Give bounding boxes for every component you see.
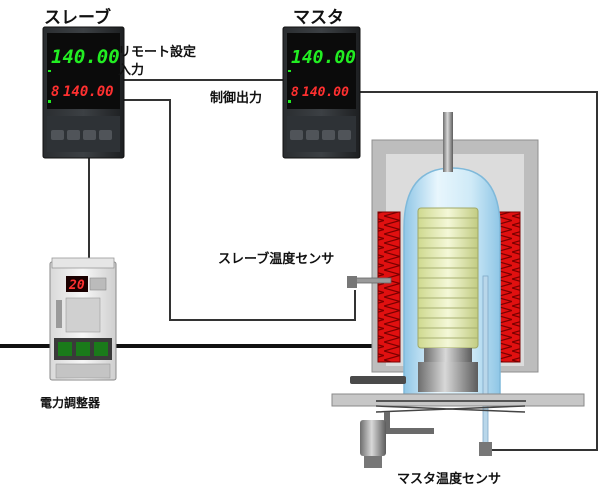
slave-sensor-wire (124, 99, 356, 321)
slave-sensor-head (347, 276, 357, 288)
vacuum-pump (360, 420, 386, 456)
slave-title: スレーブ (44, 8, 111, 28)
wiring (88, 79, 598, 451)
top-rod (443, 112, 453, 172)
slave-key-2 (67, 130, 80, 140)
remote-input-label-line2: 入力 (118, 63, 145, 78)
slave-sensor-label: スレーブ温度センサ (218, 252, 335, 267)
slave-sensor-probe (354, 277, 392, 284)
pedestal-top (424, 348, 472, 362)
slave-key-1 (51, 130, 64, 140)
master-sensor-head (479, 442, 492, 456)
power-regulator-label: 電力調整器 (40, 396, 101, 410)
master-key-1 (290, 130, 303, 140)
master-key-3 (322, 130, 335, 140)
master-sv-prefix: 8 (291, 85, 299, 100)
master-sv-display: 140.00 (302, 85, 349, 100)
slave-sv-display: 140.00 (63, 84, 114, 100)
master-title: マスタ (293, 8, 344, 28)
slave-sv-prefix: 8 (51, 84, 59, 100)
slave-pv-display: 140.00 (51, 46, 120, 68)
slave-key-4 (99, 130, 112, 140)
master-sensor-label: マスタ温度センサ (397, 472, 502, 487)
control-output-label: 制御出力 (210, 91, 263, 106)
master-key-2 (306, 130, 319, 140)
master-controller: 140.00 8 140.00 (282, 26, 361, 159)
regulator-display: 20 (68, 278, 85, 293)
pedestal-base (418, 362, 478, 392)
master-sensor-wire (360, 91, 598, 451)
slave-controller: 140.00 8 140.00 (42, 26, 125, 159)
master-key-4 (338, 130, 351, 140)
master-pv-display: 140.00 (291, 47, 356, 68)
remote-input-label-line1: リモート設定 (118, 45, 197, 60)
left-tube (350, 376, 406, 384)
slave-key-3 (83, 130, 96, 140)
power-regulator: 20 (49, 257, 117, 381)
furnace (331, 112, 585, 468)
master-sensor-probe (482, 275, 489, 447)
